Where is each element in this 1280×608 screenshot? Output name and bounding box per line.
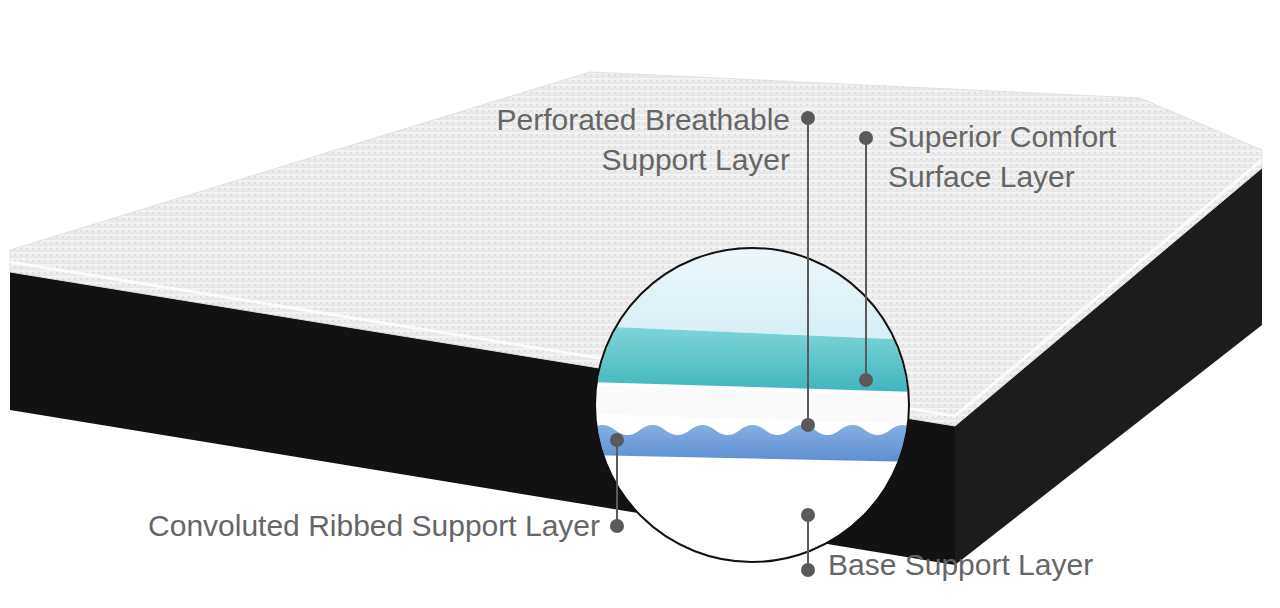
leader-line: [807, 515, 809, 570]
leader-dot: [802, 564, 814, 576]
leader-dot: [611, 434, 623, 446]
part-label: Superior Comfort Surface Layer: [888, 117, 1188, 197]
cutaway-circle: [595, 248, 909, 562]
convoluted-layer: [590, 425, 915, 462]
leader-line: [616, 440, 618, 526]
leader-dot: [802, 112, 814, 124]
cover-edge: [10, 160, 1262, 416]
leader-dot: [802, 419, 814, 431]
mattress-top-cover: [10, 72, 1262, 426]
leader-lines: [611, 112, 872, 576]
cutaway-layers: [590, 240, 920, 570]
part-label: Convoluted Ribbed Support Layer: [148, 506, 600, 546]
leader-dot: [860, 132, 872, 144]
leader-dot: [611, 520, 623, 532]
breathable-layer: [590, 386, 915, 424]
part-label: Base Support Layer: [828, 545, 1093, 585]
leader-line: [865, 138, 867, 380]
part-label: Perforated Breathable Support Layer: [430, 100, 790, 180]
leader-dot: [860, 374, 872, 386]
leader-dot: [802, 509, 814, 521]
leader-line: [807, 118, 809, 425]
